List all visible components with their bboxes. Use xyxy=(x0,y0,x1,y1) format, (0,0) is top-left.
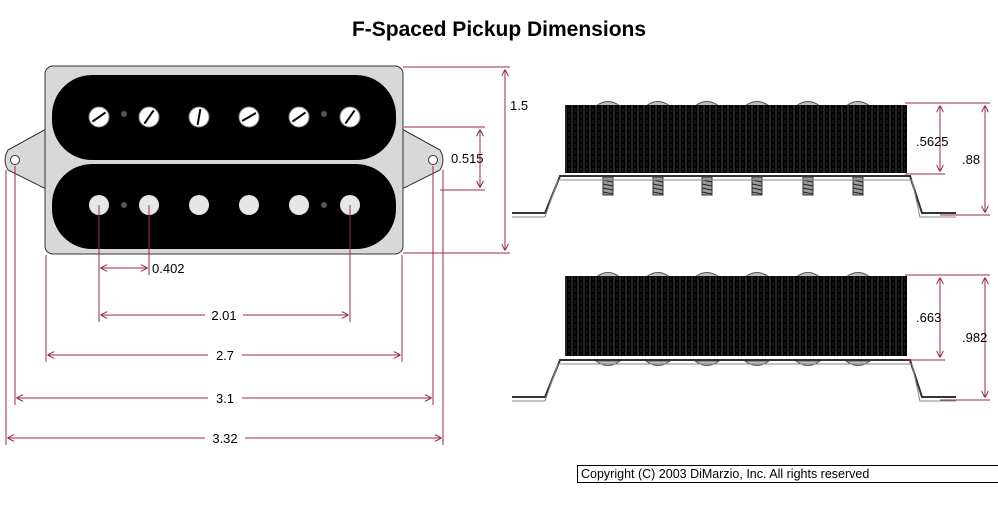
coil-body-top xyxy=(565,105,907,173)
bottom-cap xyxy=(644,360,672,366)
bobbin-screw-side xyxy=(52,75,396,160)
screw-leg xyxy=(701,176,713,196)
slug-pole xyxy=(189,195,209,215)
pole-caps-bottom xyxy=(594,272,872,278)
slug-pole xyxy=(289,195,309,215)
screw-pole xyxy=(238,106,260,128)
coil-body-bottom xyxy=(565,276,907,356)
magnet-dot xyxy=(321,202,327,208)
screw-pole xyxy=(339,106,361,128)
dim-body-width: 2.7 xyxy=(216,348,234,363)
bottom-cap xyxy=(794,360,822,366)
mount-ear-left xyxy=(4,127,49,191)
magnet-dot xyxy=(121,111,127,117)
dim-mount-spacing: 3.1 xyxy=(216,391,234,406)
base-plate-side-top xyxy=(512,175,956,214)
dim-pole-span: 2.01 xyxy=(211,308,236,323)
pole-caps-under-bottom xyxy=(594,360,872,366)
screw-pole xyxy=(188,106,210,128)
screw-poles xyxy=(88,106,361,128)
dim-total-height-bottom: .982 xyxy=(962,330,987,345)
screw-pole xyxy=(88,106,110,128)
bottom-cap xyxy=(594,360,622,366)
side-view-top: .5625 .88 xyxy=(512,101,990,218)
dim-cover-height-bottom: .663 xyxy=(916,310,941,325)
mount-ear-right xyxy=(399,127,444,191)
pole-caps-top xyxy=(594,101,872,107)
copyright-notice: Copyright (C) 2003 DiMarzio, Inc. All ri… xyxy=(577,465,998,483)
page-title: F-Spaced Pickup Dimensions xyxy=(351,18,647,41)
screw-pole xyxy=(138,106,160,128)
dim-overall-width: 3.32 xyxy=(212,431,237,446)
top-view-dimensions: 1.5 0.515 0.402 2.01 2.7 3.1 xyxy=(5,66,528,446)
dim-total-height-top: .88 xyxy=(962,152,980,167)
dim-mount-offset: 0.515 xyxy=(451,151,484,166)
mount-hole-right xyxy=(428,155,438,165)
bottom-cap xyxy=(693,360,721,366)
dim-pole-gap: 0.402 xyxy=(152,261,185,276)
mount-hole-left xyxy=(10,155,20,165)
dim-cover-height-top: .5625 xyxy=(916,134,949,149)
side-view-bottom: .663 .982 xyxy=(512,272,990,402)
bottom-cap xyxy=(743,360,771,366)
bobbin-slug-side xyxy=(52,164,396,249)
slug-pole xyxy=(239,195,259,215)
bottom-cap xyxy=(844,360,872,366)
dim-height-total: 1.5 xyxy=(510,98,528,113)
base-plate-side-bottom xyxy=(512,359,956,398)
magnet-dot xyxy=(321,111,327,117)
screw-pole xyxy=(288,106,310,128)
magnet-dot xyxy=(121,202,127,208)
pickup-top-view xyxy=(4,65,444,255)
